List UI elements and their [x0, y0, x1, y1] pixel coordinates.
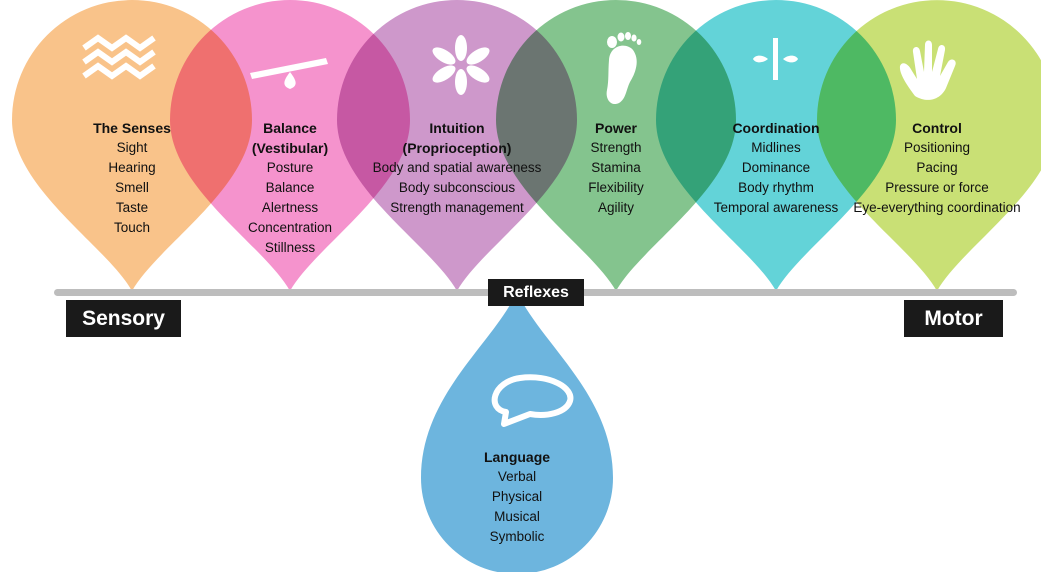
card-balance: Balance (Vestibular) Posture Balance Ale… — [200, 118, 380, 258]
card-item: Eye-everything coordination — [853, 200, 1021, 215]
speech-bubble-icon — [491, 374, 574, 427]
card-control: Control Positioning Pacing Pressure or f… — [852, 118, 1022, 218]
card-item: Strength — [590, 140, 642, 155]
asterisk-icon — [432, 35, 490, 95]
footprint-icon — [606, 32, 642, 105]
card-title: Balance (Vestibular) — [251, 120, 329, 156]
card-item: Body subconscious — [398, 180, 516, 195]
card-item: Musical — [494, 509, 540, 524]
card-item: Agility — [597, 200, 634, 215]
card-item: Posture — [266, 160, 314, 175]
seesaw-icon — [250, 58, 328, 89]
card-item: Strength management — [390, 200, 524, 215]
card-item: Dominance — [741, 160, 811, 175]
card-item: Verbal — [497, 469, 537, 484]
card-title: The Senses — [93, 120, 171, 136]
card-item: Stillness — [264, 240, 316, 255]
card-item: Pacing — [916, 160, 958, 175]
card-item: Hearing — [108, 160, 156, 175]
card-item: Smell — [115, 180, 149, 195]
card-item: Midlines — [751, 140, 801, 155]
axis-label-motor: Motor — [904, 300, 1003, 337]
hand-icon — [899, 40, 956, 100]
waves-icon — [82, 34, 156, 80]
card-senses: The Senses Sight Hearing Smell Taste Tou… — [42, 118, 222, 238]
card-item: Alertness — [261, 200, 319, 215]
card-intuition: Intuition (Proprioception) Body and spat… — [357, 118, 557, 218]
card-title: Intuition (Proprioception) — [402, 120, 512, 156]
card-power: Power Strength Stamina Flexibility Agili… — [526, 118, 706, 218]
card-title: Control — [912, 120, 962, 136]
card-title: Coordination — [732, 120, 820, 136]
card-item: Flexibility — [588, 180, 644, 195]
card-item: Taste — [115, 200, 149, 215]
axis-label-reflexes: Reflexes — [488, 279, 584, 306]
axis-label-sensory: Sensory — [66, 300, 181, 337]
card-item: Sight — [116, 140, 148, 155]
card-title: Power — [594, 120, 637, 136]
card-coordination: Coordination Midlines Dominance Body rhy… — [686, 118, 866, 218]
card-item: Temporal awareness — [713, 200, 839, 215]
card-item: Physical — [491, 489, 543, 504]
card-item: Positioning — [903, 140, 971, 155]
drop-language — [421, 292, 613, 572]
midline-icon — [753, 38, 798, 80]
card-item: Concentration — [247, 220, 333, 235]
card-item: Symbolic — [489, 529, 545, 544]
card-item: Balance — [265, 180, 315, 195]
card-title: Language — [483, 449, 551, 465]
card-item: Body rhythm — [738, 180, 814, 195]
card-language: Language Verbal Physical Musical Symboli… — [447, 447, 587, 547]
card-item: Pressure or force — [885, 180, 989, 195]
card-item: Touch — [113, 220, 151, 235]
card-item: Body and spatial awareness — [372, 160, 542, 175]
petal-control — [817, 0, 1041, 291]
card-item: Stamina — [591, 160, 641, 175]
